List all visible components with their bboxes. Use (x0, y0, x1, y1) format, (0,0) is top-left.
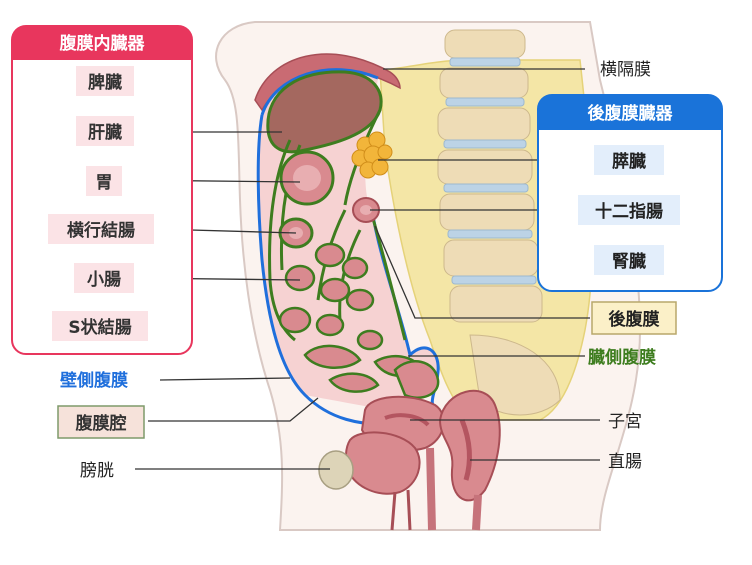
label-liver: 肝臓 (88, 123, 122, 143)
label-pancreas: 膵臓 (612, 151, 646, 172)
retroperitoneal-title: 後腹膜臓器 (588, 103, 674, 124)
label-uterus: 子宮 (608, 412, 642, 432)
intraperitoneal-title: 腹膜内臓器 (60, 33, 146, 54)
label-peritoneal-cavity: 腹膜腔 (76, 413, 127, 434)
label-transverse-colon: 横行結腸 (67, 220, 135, 241)
label-stomach: 胃 (96, 173, 113, 193)
label-duodenum: 十二指腸 (595, 201, 663, 222)
label-bladder: 膀胱 (80, 461, 114, 481)
pubic-bone (319, 451, 353, 489)
retroperitoneal-panel: 後腹膜臓器 膵臓 十二指腸 腎臓 (538, 95, 722, 291)
label-visceral-peritoneum: 臓側腹膜 (588, 347, 656, 368)
label-diaphragm: 横隔膜 (600, 60, 651, 80)
label-parietal-peritoneum: 壁側腹膜 (60, 370, 128, 391)
label-retroperitoneum: 後腹膜 (609, 309, 660, 330)
intraperitoneal-panel: 腹膜内臓器 脾臓 肝臓 胃 横行結腸 小腸 S状結腸 (12, 26, 192, 354)
label-small-intestine: 小腸 (87, 270, 121, 290)
label-rectum: 直腸 (608, 452, 642, 472)
label-kidney: 腎臓 (612, 252, 646, 272)
label-sigmoid-colon: S状結腸 (68, 317, 131, 338)
label-spleen: 脾臓 (88, 72, 122, 93)
